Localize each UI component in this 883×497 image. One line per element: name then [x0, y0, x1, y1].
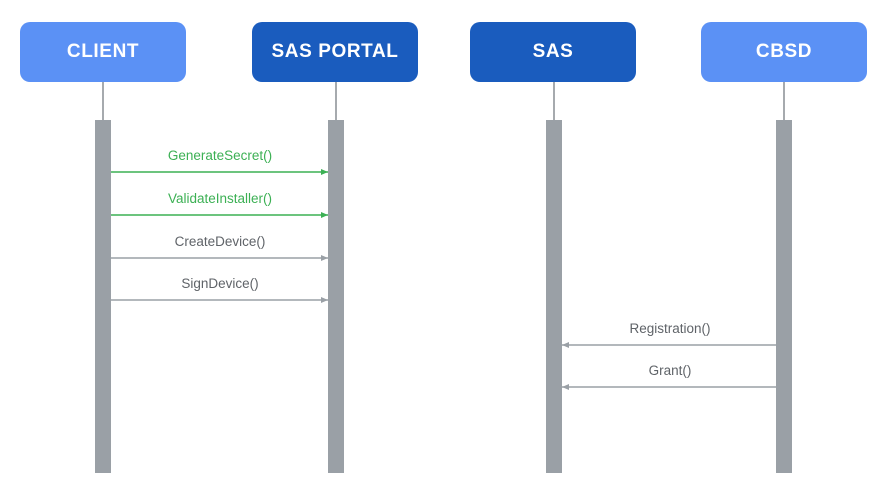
participant-label-client: CLIENT: [66, 41, 140, 62]
message-label-registration: Registration(): [629, 321, 711, 336]
participant-label-cbsd: CBSD: [755, 41, 813, 62]
activation-bar-cbsd: [776, 120, 792, 473]
activation-bars-group: [95, 120, 792, 473]
activation-bar-sas-portal: [328, 120, 344, 473]
lifelines-group: [102, 82, 785, 120]
participant-box-client[interactable]: CLIENT: [20, 22, 186, 82]
participant-label-sas: SAS: [532, 41, 574, 62]
message-label-grant: Grant(): [648, 363, 692, 378]
message-label-create-device: CreateDevice(): [174, 234, 266, 249]
message-label-generate-secret: GenerateSecret(): [167, 148, 273, 163]
message-label-validate-installer: ValidateInstaller(): [167, 191, 273, 206]
participant-box-sas[interactable]: SAS: [470, 22, 636, 82]
participant-box-sas-portal[interactable]: SAS PORTAL: [252, 22, 418, 82]
activation-bar-sas: [546, 120, 562, 473]
message-label-sign-device: SignDevice(): [181, 276, 259, 291]
activation-bar-client: [95, 120, 111, 473]
participant-label-sas-portal: SAS PORTAL: [271, 41, 399, 62]
message-arrows-group: [111, 169, 776, 390]
participant-box-cbsd[interactable]: CBSD: [701, 22, 867, 82]
